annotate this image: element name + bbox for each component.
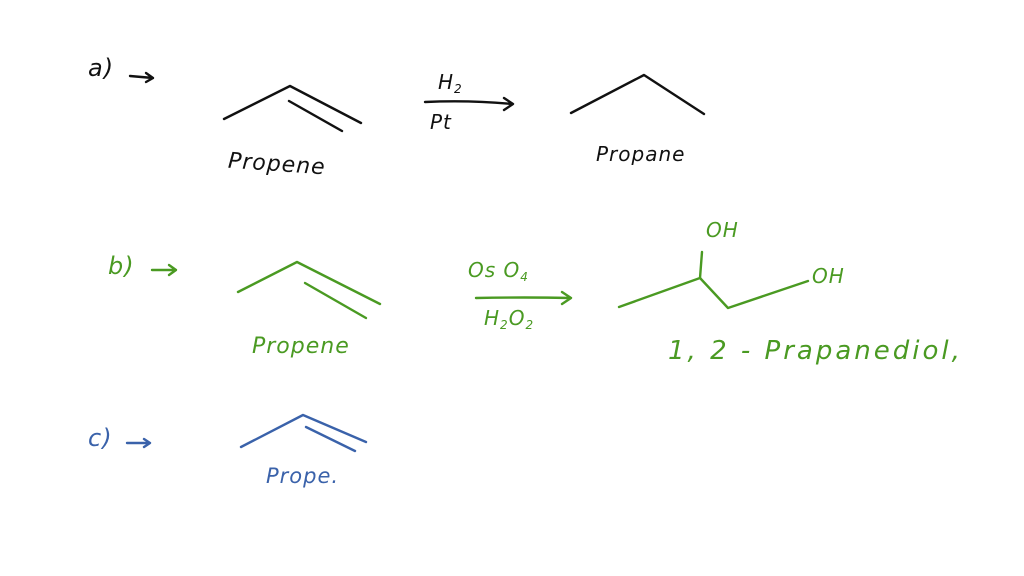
reagent-b-h-sub: 2 [500,318,509,332]
part-c-label: c) [88,424,113,452]
product-a-name: Propane [596,142,686,166]
reaction-arrow-b-icon [474,290,573,306]
propanediol-skeleton [617,276,810,310]
reaction-arrow-a-icon [423,96,515,112]
propene-a-skeleton [222,84,363,125]
part-b-label: b) [108,252,135,280]
part-a-strokes [128,71,706,133]
reagent-b-os-o: Os O [468,258,521,282]
arrow-a-label-icon [128,71,155,84]
reactant-c-name: Prope. [266,464,340,488]
product-b-name: 1, 2 - Prapanediol, [668,336,963,366]
reagent-a-h: H [438,70,455,94]
reagent-b-o-sub: 2 [525,318,535,332]
part-a-label: a) [88,54,115,82]
arrow-c-label-icon [125,437,152,449]
arrow-b-label-icon [150,263,178,277]
substituent-oh-right: OH [812,264,845,288]
reagent-b-o: O [508,306,526,330]
propene-c-skeleton [239,413,368,449]
reagent-b-above: Os O4 [468,258,529,284]
reagent-a-h-sub: 2 [454,82,463,96]
reagent-b-h: H [484,306,501,330]
reagent-a-above: H2 [438,70,463,96]
reagent-a-below: Pt [430,110,452,134]
propane-skeleton [569,73,706,116]
propene-b-skeleton [236,260,382,306]
propene-a-double-bond [287,99,344,133]
propene-c-double-bond [304,425,357,453]
propene-b-double-bond [303,281,368,320]
substituent-oh-top: OH [706,218,739,242]
reagent-b-os-o-sub: 4 [520,270,529,284]
reactant-b-name: Propene [252,334,350,359]
part-b-strokes [150,250,810,320]
reagent-b-below: H2O2 [484,306,534,332]
part-c-strokes [125,413,368,453]
oh-bond-top [698,250,704,280]
